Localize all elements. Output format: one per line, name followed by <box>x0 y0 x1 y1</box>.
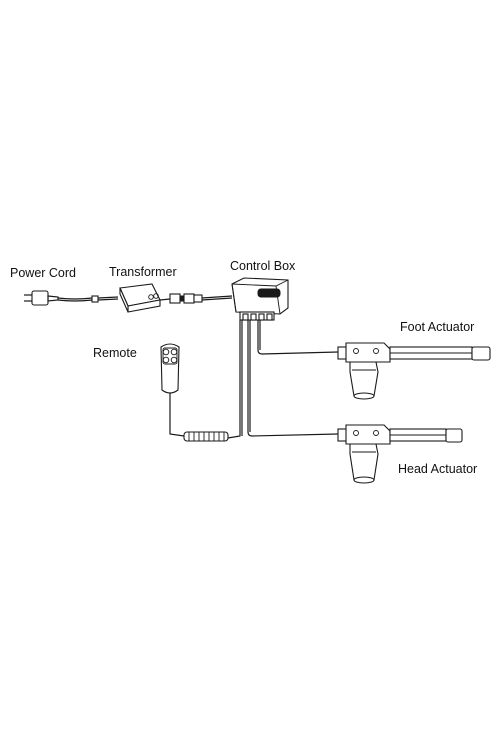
head-actuator-label: Head Actuator <box>398 462 478 476</box>
power-plug <box>24 290 59 306</box>
transformer-label: Transformer <box>109 265 177 279</box>
remote-label: Remote <box>93 346 137 360</box>
dc-cable <box>159 293 233 304</box>
remote <box>160 343 180 394</box>
power-cord-label: Power Cord <box>10 266 76 280</box>
control-box-label: Control Box <box>230 259 296 273</box>
remote-cable <box>169 320 243 442</box>
power-cord-cable <box>57 295 119 303</box>
transformer <box>119 283 161 313</box>
foot-actuator-cable <box>257 320 339 355</box>
head-actuator-cable <box>247 320 339 437</box>
head-actuator <box>337 424 463 484</box>
foot-actuator <box>337 342 491 400</box>
control-box <box>231 277 289 321</box>
foot-actuator-label: Foot Actuator <box>400 320 475 334</box>
